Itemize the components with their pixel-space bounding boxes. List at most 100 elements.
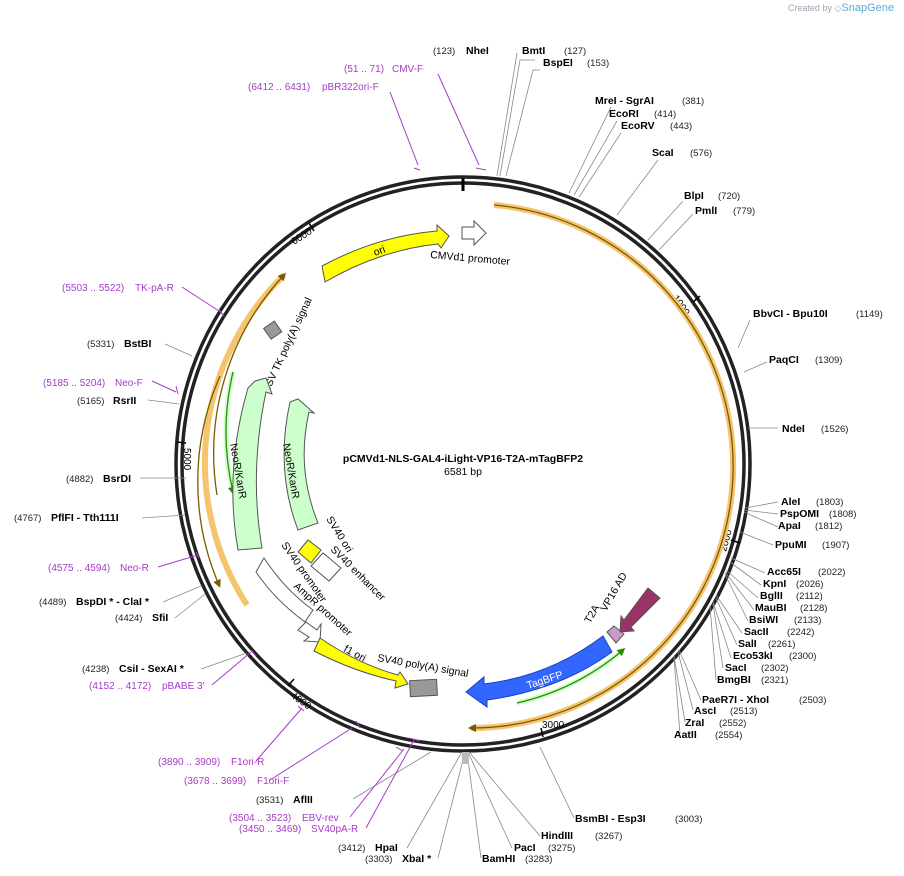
enzyme-pmli: PmlI: [695, 205, 717, 217]
plasmid-size: 6581 bp: [444, 466, 482, 478]
enzyme-pmli-pos: (779): [733, 206, 755, 217]
enzyme-paer7i-xhoi-pos: (2503): [799, 695, 826, 706]
backbone-outer-ring: [174, 175, 752, 753]
enzyme-pflfi-tth111i-pos: (4767): [14, 513, 41, 524]
credit-prefix: Created by: [787, 3, 832, 13]
feature-hsv-tk-polya[interactable]: HSV TK poly(A) signal: [260, 296, 315, 396]
enzyme-ecorv: EcoRV: [621, 120, 655, 132]
enzyme-bmgbi-pos: (2321): [761, 675, 788, 686]
enzyme-scai-pos: (576): [690, 148, 712, 159]
feature-vp16-ad[interactable]: VP16 AD: [598, 570, 661, 633]
enzyme-paqci-pos: (1309): [815, 355, 842, 366]
enzyme-maubi: MauBI: [755, 602, 787, 614]
primer-f1ori-f: F1ori-F: [257, 776, 289, 787]
enzyme-ecorv-pos: (443): [670, 121, 692, 132]
enzyme-blpi-pos: (720): [718, 191, 740, 202]
primer-f1ori-r: F1ori-R: [231, 757, 264, 768]
primer-f1ori-f-pos: (3678 .. 3699): [184, 776, 246, 787]
enzyme-bsiwi: BsiWI: [749, 614, 778, 626]
enzyme-sali-pos: (2261): [768, 639, 795, 650]
enzyme-labels: (123) NheI BmtI (127) BspEI (153) MreI -…: [14, 45, 883, 865]
primer-pbabe3-pos: (4152 .. 4172): [89, 681, 151, 692]
primer-ebv-rev: EBV-rev: [302, 813, 339, 824]
primer-sv40pa-r: SV40pA-R: [311, 824, 358, 835]
enzyme-asci: AscI: [694, 705, 716, 717]
enzyme-eco53ki-pos: (2300): [789, 651, 816, 662]
enzyme-xbai: XbaI *: [402, 853, 432, 865]
enzyme-bamhi-pos: (3283): [525, 854, 552, 865]
enzyme-asci-pos: (2513): [730, 706, 757, 717]
feature-neor-kanr-outer[interactable]: NeoR/KanR: [227, 377, 273, 551]
primer-tk-pa-r-pos: (5503 .. 5522): [62, 283, 124, 294]
enzyme-ndei-pos: (1526): [821, 424, 848, 435]
leader-lines: [140, 52, 779, 859]
enzyme-bspdi-clai-pos: (4489): [39, 597, 66, 608]
primer-sv40pa-r-pos: (3450 .. 3469): [239, 824, 301, 835]
enzyme-bspei: BspEI: [543, 57, 573, 69]
snapgene-credit: Created by ◇SnapGene: [788, 2, 894, 14]
enzyme-bstbi: BstBI: [124, 338, 152, 350]
enzyme-bsrdi: BsrDI: [103, 473, 131, 485]
enzyme-scai: ScaI: [652, 147, 674, 159]
plasmid-name: pCMVd1-NLS-GAL4-iLight-VP16-T2A-mTagBFP2: [343, 453, 583, 465]
enzyme-apai-pos: (1812): [815, 521, 842, 532]
enzyme-nhei-pos: (123): [433, 46, 455, 57]
enzyme-rsrii-pos: (5165): [77, 396, 104, 407]
enzyme-bglii-pos: (2112): [796, 591, 823, 602]
feature-cmvd1-promoter-label: CMVd1 promoter: [430, 249, 511, 268]
enzyme-zrai-pos: (2552): [719, 718, 746, 729]
enzyme-bsrdi-pos: (4882): [66, 474, 93, 485]
enzyme-sfii-pos: (4424): [115, 613, 142, 624]
enzyme-bamhi: BamHI: [482, 853, 515, 865]
enzyme-mrei-sgrai: MreI - SgrAI: [595, 95, 654, 107]
enzyme-acc65i: Acc65I: [767, 566, 801, 578]
enzyme-bspei-pos: (153): [587, 58, 609, 69]
enzyme-maubi-pos: (2128): [800, 603, 827, 614]
enzyme-kpni-pos: (2026): [796, 579, 823, 590]
enzyme-paci-pos: (3275): [548, 843, 575, 854]
primer-neo-r-pos: (4575 .. 4594): [48, 563, 110, 574]
primer-neo-f-pos: (5185 .. 5204): [43, 378, 105, 389]
enzyme-sfii: SfiI: [152, 612, 168, 624]
feature-sv40-enhancer-label: SV40 enhancer: [328, 544, 388, 604]
enzyme-apai: ApaI: [778, 520, 801, 532]
enzyme-csii-sexai: CsiI - SexAI *: [119, 663, 185, 675]
enzyme-nhei: NheI: [466, 45, 489, 57]
enzyme-saci-pos: (2302): [761, 663, 788, 674]
feature-ori[interactable]: ori: [321, 223, 450, 283]
credit-brand: SnapGene: [841, 2, 894, 14]
tick-3000: 3000: [542, 720, 565, 731]
enzyme-acc65i-pos: (2022): [818, 567, 845, 578]
enzyme-aatii-pos: (2554): [715, 730, 742, 741]
primer-cmv-f-pos: (51 .. 71): [344, 64, 384, 75]
feature-neor-kanr-inner[interactable]: NeoR/KanR: [280, 398, 319, 531]
primer-labels: (51 .. 71) CMV-F (6412 .. 6431) pBR322or…: [43, 64, 423, 835]
enzyme-ppumi: PpuMI: [775, 539, 807, 551]
enzyme-mrei-sgrai-pos: (381): [682, 96, 704, 107]
enzyme-sali: SalI: [738, 638, 757, 650]
tick-5000: 5000: [181, 448, 192, 471]
enzyme-bsmbi-esp3i-pos: (3003): [675, 814, 702, 825]
enzyme-csii-sexai-pos: (4238): [82, 664, 109, 675]
feature-hsv-tk-polya-label: HSV TK poly(A) signal: [260, 296, 315, 396]
primer-neo-f: Neo-F: [115, 378, 143, 389]
enzyme-ecori-pos: (414): [654, 109, 676, 120]
primer-neo-r: Neo-R: [120, 563, 149, 574]
enzyme-paer7i-xhoi: PaeR7I - XhoI: [702, 694, 769, 706]
enzyme-bbvci-bpu10i-pos: (1149): [856, 309, 883, 320]
enzyme-bsiwi-pos: (2133): [794, 615, 821, 626]
enzyme-kpni: KpnI: [763, 578, 786, 590]
primer-lines: [151, 73, 487, 829]
primer-pbabe3: pBABE 3': [162, 681, 205, 692]
enzyme-aflii-pos: (3531): [256, 795, 283, 806]
enzyme-bmti: BmtI: [522, 45, 545, 57]
primer-cmv-f: CMV-F: [392, 64, 423, 75]
snapgene-logo-icon: ◇: [834, 3, 842, 13]
enzyme-pspomi: PspOMI: [780, 508, 819, 520]
enzyme-hindiii: HindIII: [541, 830, 573, 842]
enzyme-paci: PacI: [514, 842, 536, 854]
feature-ori-label: ori: [372, 244, 387, 259]
primer-pbr322ori-f-pos: (6412 .. 6431): [248, 82, 310, 93]
enzyme-ndei: NdeI: [782, 423, 805, 435]
